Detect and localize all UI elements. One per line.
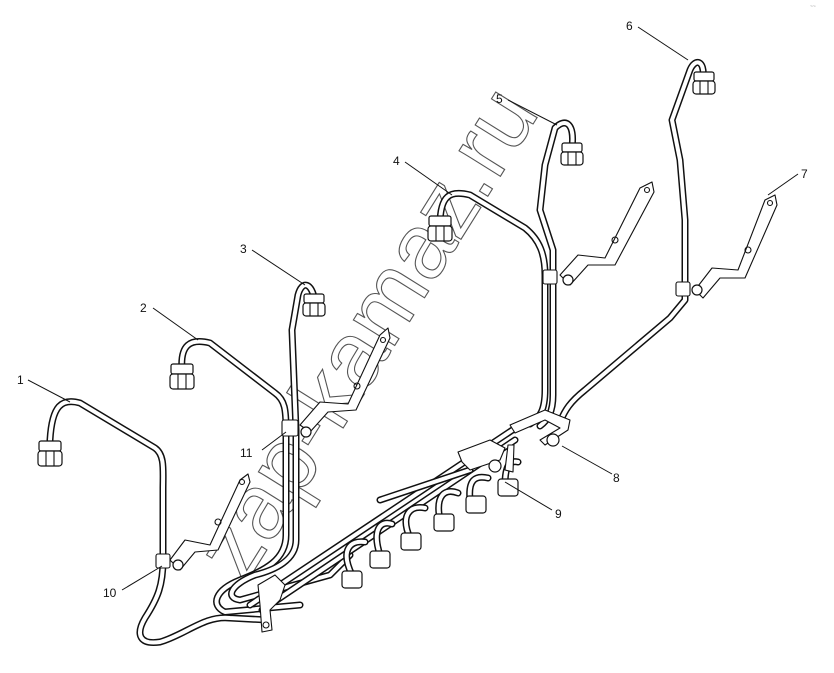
brackets [155,181,778,633]
nut-icon [400,532,422,551]
nut-icon [369,550,391,569]
nut-icon [465,495,487,514]
callout-10: 10 [103,586,117,600]
fittings [37,71,716,589]
callout-8: 8 [613,471,620,485]
clamp-lower [257,574,286,633]
callout-1: 1 [17,373,24,387]
bracket-left [299,327,391,433]
callout-11: 11 [240,446,253,460]
clip-6 [675,281,691,297]
clip-10 [155,553,171,569]
callouts: 1 2 3 4 5 6 7 8 9 10 11 [17,19,808,600]
pipe-6 [556,59,707,426]
nut-icon [692,71,716,95]
nut-icon [302,293,326,317]
bracket-right [559,181,655,286]
nut-icon [37,440,63,467]
clamp-9 [457,439,506,471]
corner-mark: ~~ [810,4,816,10]
nut-icon [169,363,195,390]
nut-icon [433,513,455,532]
callout-2: 2 [140,301,147,315]
nut-icon [560,142,584,166]
clip-right [542,269,558,285]
nut-icon [497,478,519,497]
callout-7: 7 [801,167,808,181]
nut-icon [427,215,453,242]
nut-icon [341,570,363,589]
callout-9: 9 [555,507,562,521]
bracket-7 [694,194,778,299]
callout-3: 3 [240,242,247,256]
callout-4: 4 [393,154,400,168]
pipes [46,59,707,647]
callout-5: 5 [496,92,503,106]
callout-6: 6 [626,19,633,33]
bracket-lower-left [169,473,251,571]
